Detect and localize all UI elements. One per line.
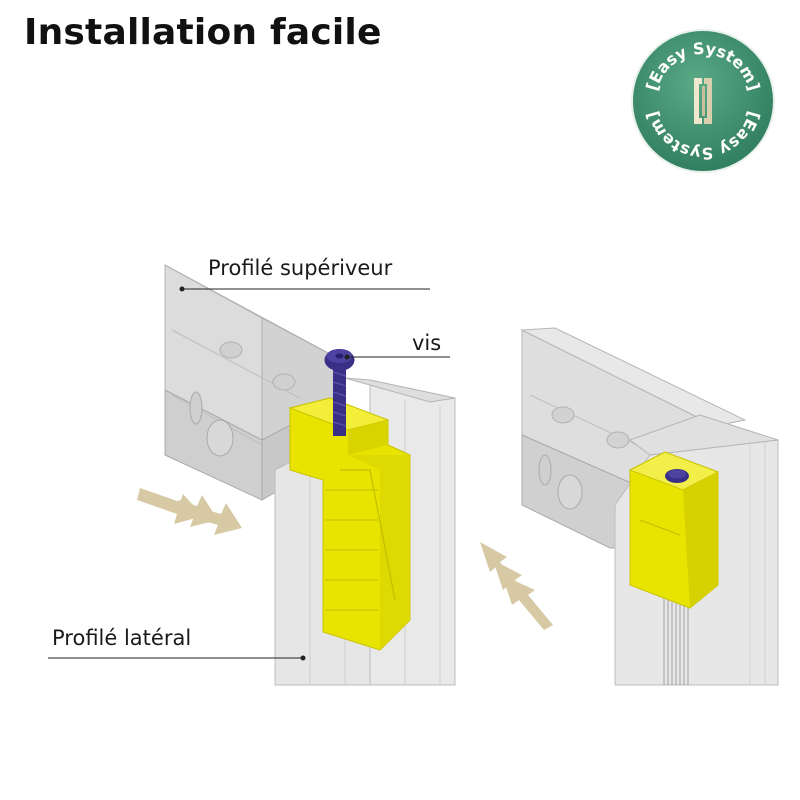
leader-lines [48, 286, 450, 661]
label-side-profile: Profilé latéral [52, 626, 192, 650]
arrows-right [137, 488, 242, 535]
page-title: Installation facile [24, 12, 382, 53]
arrows-up-left [480, 542, 553, 630]
easy-system-badge: [Easy System] [Easy System] [631, 29, 775, 173]
connector-right [628, 451, 720, 609]
label-screw: vis [412, 331, 442, 355]
connector-left [288, 397, 411, 651]
bracket-icon [694, 78, 712, 124]
top-profile-left [164, 264, 346, 501]
screw-left [324, 349, 355, 436]
label-top-profile: Profilé supériveur [208, 256, 393, 280]
